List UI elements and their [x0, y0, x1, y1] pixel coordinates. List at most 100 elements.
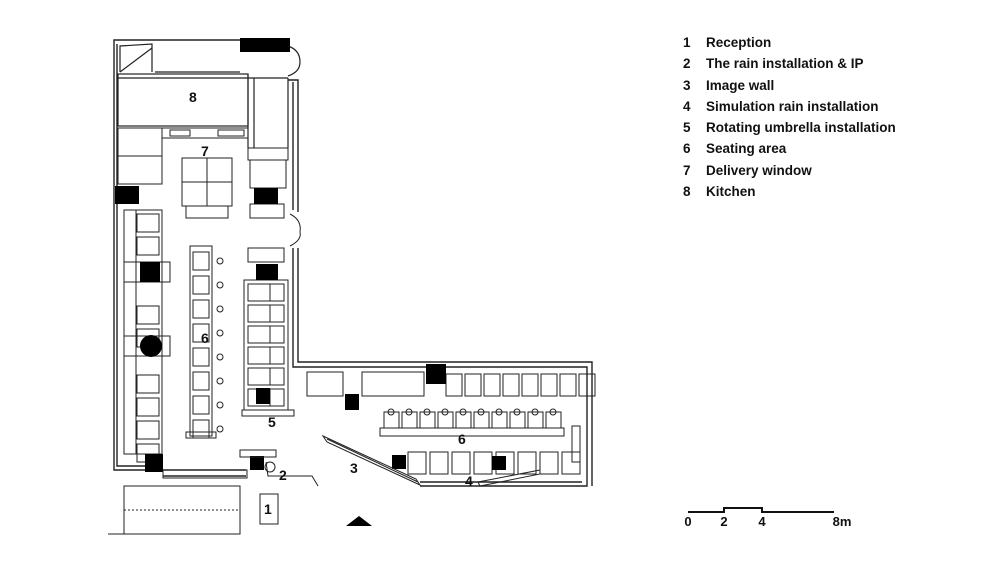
scale-tick-2: 2 [720, 514, 728, 529]
stool [216, 401, 224, 409]
window-seat [502, 373, 520, 397]
rain-installation-entrance [162, 449, 319, 487]
central-long-table [185, 245, 224, 439]
plan-label-4: 4 [465, 473, 473, 489]
delivery-window-area [117, 127, 301, 247]
booth-seat [136, 397, 160, 417]
stool [405, 408, 413, 416]
stool [216, 257, 224, 265]
lower-seat [561, 451, 581, 475]
scale-bar: 0 2 4 8m [684, 504, 851, 534]
window-seat [559, 373, 577, 397]
plan-label-6-right: 6 [458, 431, 466, 447]
booth-seat [269, 388, 285, 407]
booth-seat [247, 346, 271, 365]
plan-label-1: 1 [264, 501, 272, 517]
bench-seat [509, 411, 526, 429]
booth-top-seat [247, 247, 285, 263]
right-booth-column [241, 247, 295, 417]
plan-label-2: 2 [279, 467, 287, 483]
simulation-rain-installation [477, 469, 541, 487]
plan-label-6-left: 6 [201, 330, 209, 346]
bench-seat [545, 411, 562, 429]
kitchen [117, 43, 301, 148]
lower-seat [451, 451, 471, 475]
table-seat [192, 275, 210, 295]
bench-seat [401, 411, 418, 429]
scale-tick-0: 0 [684, 514, 692, 529]
stool [531, 408, 539, 416]
bench-seat [473, 411, 490, 429]
window-booth [361, 371, 425, 397]
stool [549, 408, 557, 416]
bench-seat [455, 411, 472, 429]
booth-seat [136, 236, 160, 256]
plan-label-8: 8 [189, 89, 197, 105]
booth-seat [247, 325, 271, 344]
stool [216, 281, 224, 289]
table-seat [192, 419, 210, 439]
rotating-umbrella-base [241, 409, 295, 417]
bench-seat [383, 411, 400, 429]
left-booth-column [123, 209, 171, 463]
table-seat [192, 347, 210, 367]
long-table [189, 245, 213, 437]
window-seat [521, 373, 539, 397]
booth-seat [136, 374, 160, 394]
stool [513, 408, 521, 416]
stool [423, 408, 431, 416]
booth-seat [247, 367, 271, 386]
scale-tick-4: 4 [758, 514, 766, 529]
stool [441, 408, 449, 416]
image-wall [321, 434, 422, 487]
booth-seat [247, 283, 271, 302]
lower-seat [473, 451, 493, 475]
booth-seat [269, 283, 285, 302]
stool [216, 329, 224, 337]
table-seat [192, 251, 210, 271]
booth-seat [136, 305, 160, 325]
lower-seat [517, 451, 537, 475]
bench-seat [419, 411, 436, 429]
outer-walls [113, 39, 593, 487]
bench-seat [527, 411, 544, 429]
booth-seat [269, 346, 285, 365]
booth-seat [269, 304, 285, 323]
plan-label-3: 3 [350, 460, 358, 476]
reception [108, 485, 279, 535]
lower-seat [429, 451, 449, 475]
structural-columns [115, 38, 506, 472]
stool [477, 408, 485, 416]
table-seat [192, 299, 210, 319]
stool [216, 353, 224, 361]
window-seat [540, 373, 558, 397]
booth-seat [269, 325, 285, 344]
stool [216, 377, 224, 385]
plan-label-5: 5 [268, 414, 276, 430]
window-seat [445, 373, 463, 397]
booth-seat [247, 304, 271, 323]
bench-seat [437, 411, 454, 429]
end-seat [571, 425, 581, 463]
window-seat [578, 373, 596, 397]
booth-seat [136, 213, 160, 233]
scale-tick-8m: 8m [832, 514, 852, 529]
booth-bench [123, 209, 163, 455]
table-seat [192, 371, 210, 391]
plan-label-7: 7 [201, 143, 209, 159]
entrance-arrow-icon [346, 516, 372, 526]
stool [216, 305, 224, 313]
stool [459, 408, 467, 416]
table-seat [192, 395, 210, 415]
bench-seat [491, 411, 508, 429]
lower-seat [539, 451, 559, 475]
